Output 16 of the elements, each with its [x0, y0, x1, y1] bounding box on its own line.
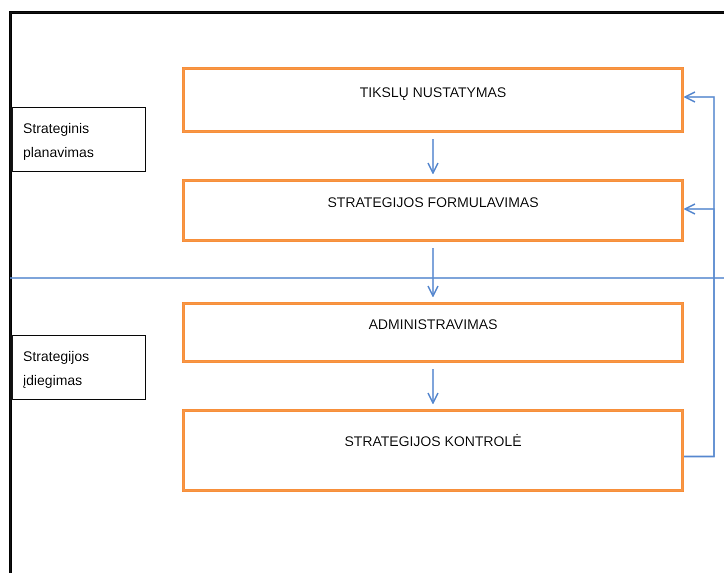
process-box	[182, 67, 684, 133]
process-box	[182, 302, 684, 363]
step-title: TIKSLŲ NUSTATYMAS	[360, 84, 506, 100]
step-title: ADMINISTRAVIMAS	[368, 316, 498, 332]
process-box	[182, 409, 684, 492]
arrow	[684, 203, 715, 458]
step-title: STRATEGIJOS FORMULAVIMAS	[327, 194, 539, 210]
arrow	[427, 248, 439, 297]
arrow	[427, 369, 439, 404]
phase-label-box	[12, 107, 146, 172]
phase-label: Strateginis planavimas	[23, 118, 95, 162]
arrow	[427, 139, 439, 174]
step-title: STRATEGIJOS KONTROLĖ	[344, 433, 522, 449]
phase-label-box	[12, 335, 146, 400]
process-box	[182, 179, 684, 242]
phase-label: Strategijos įdiegimas	[23, 346, 90, 390]
